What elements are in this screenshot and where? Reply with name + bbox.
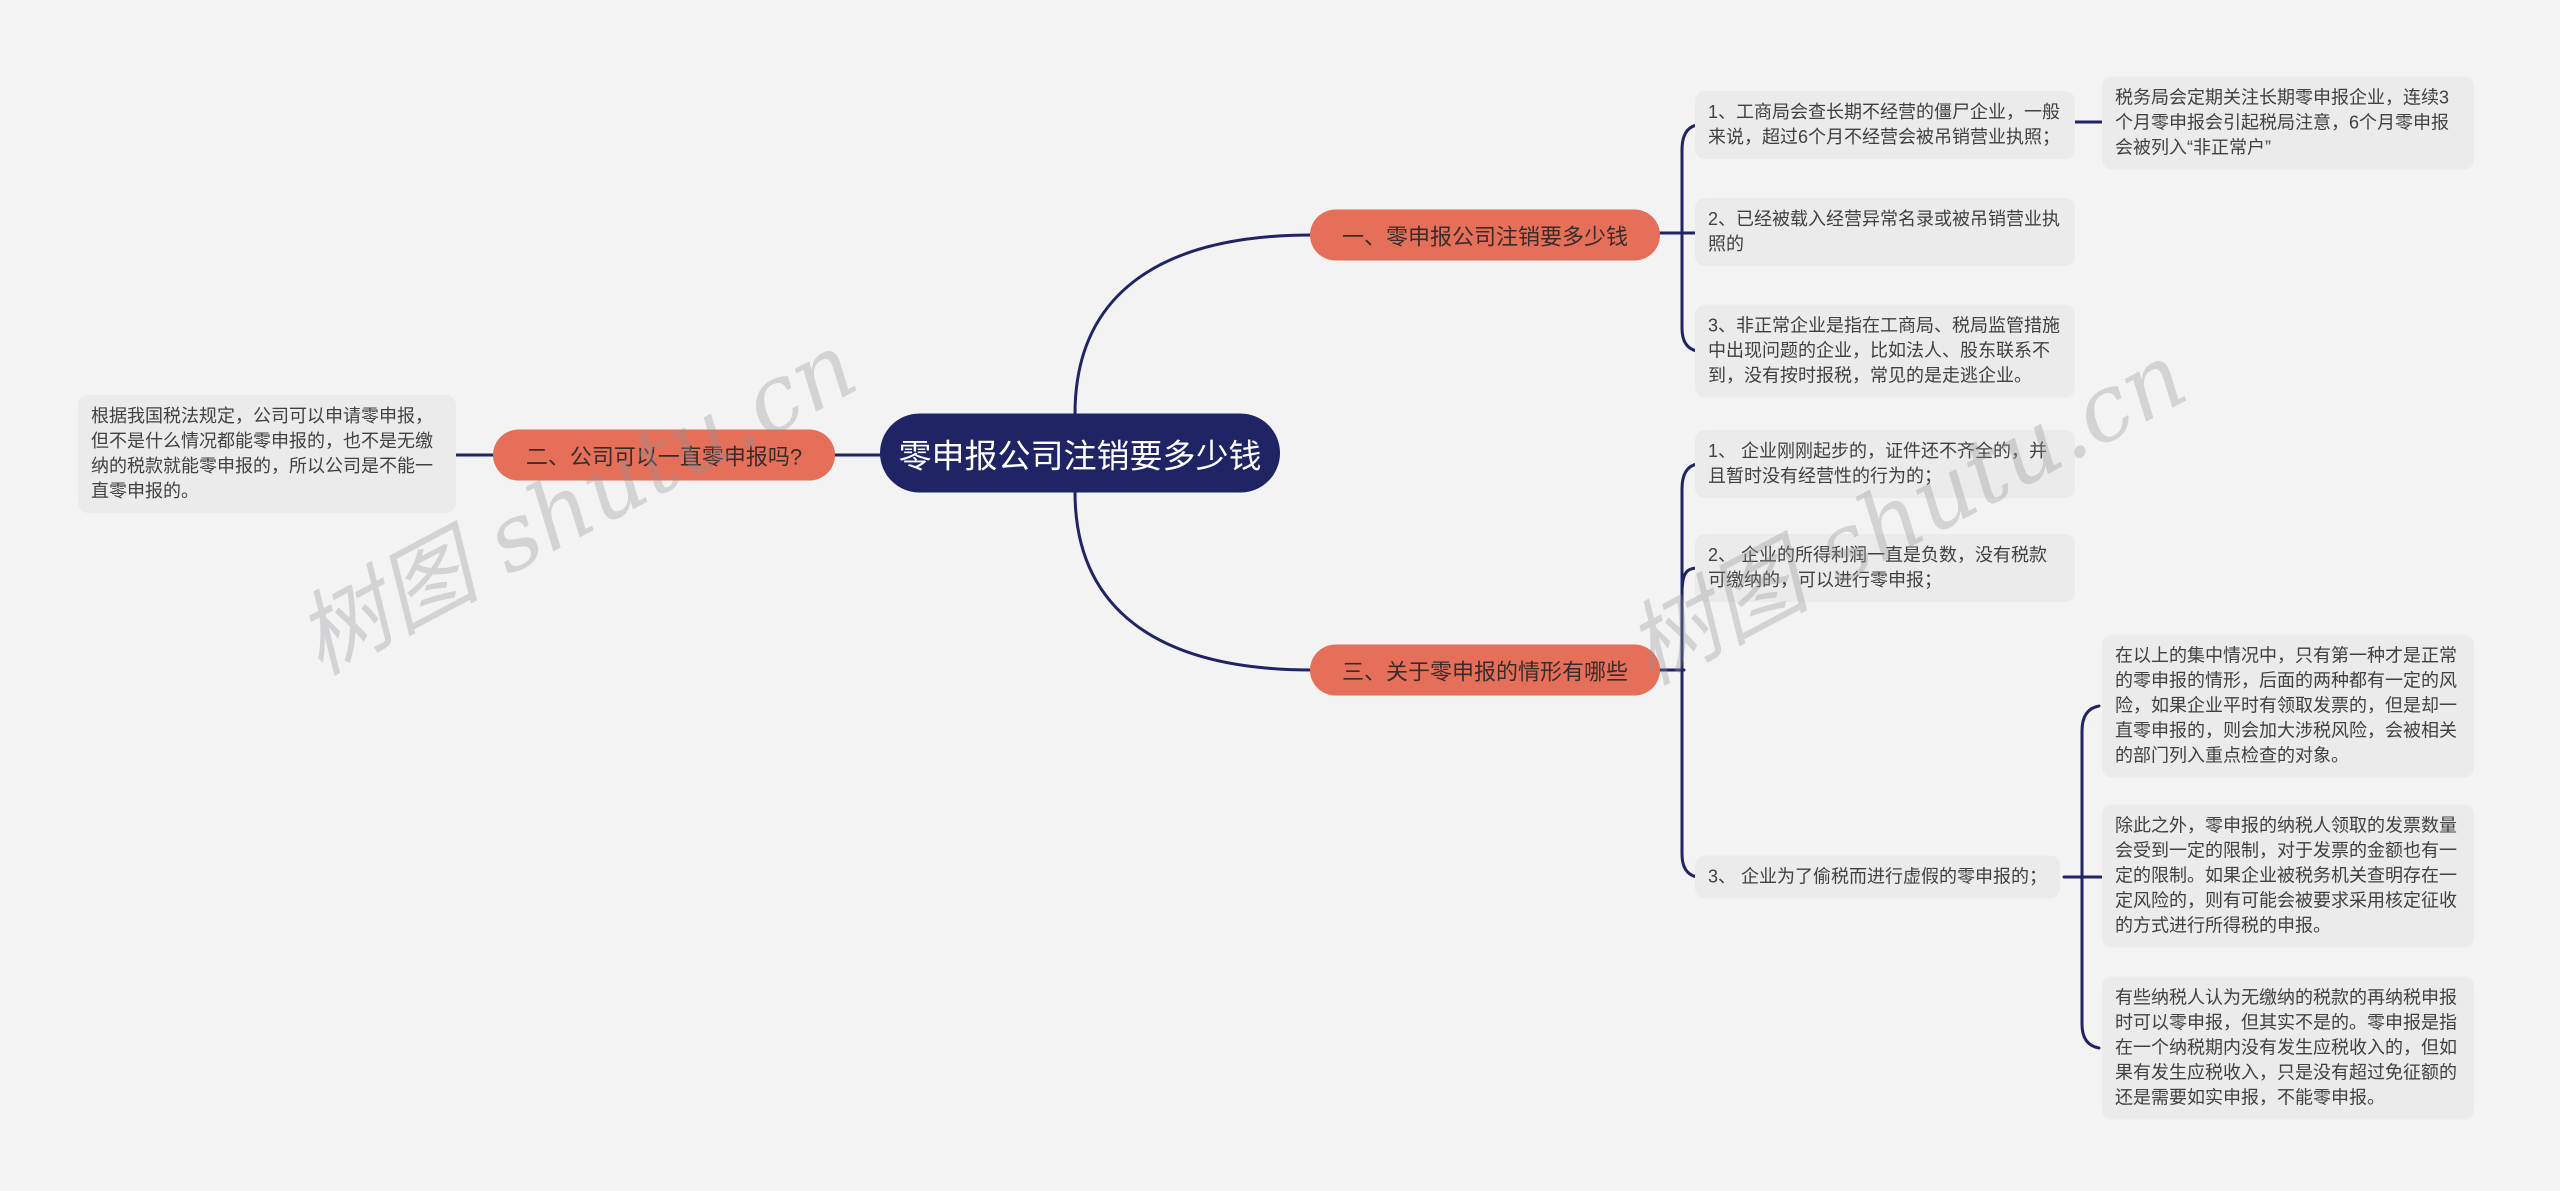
branch1-item-2[interactable]: 2、已经被载入经营异常名录或被吊销营业执照的: [1695, 198, 2075, 266]
brace-branch3: [1680, 462, 1699, 879]
note-branch2[interactable]: 根据我国税法规定，公司可以申请零申报，但不是什么情况都能零申报的，也不是无缴纳的…: [78, 395, 456, 513]
branch3-node[interactable]: 三、关于零申报的情形有哪些: [1310, 644, 1660, 696]
branch2-node[interactable]: 二、公司可以一直零申报吗?: [493, 429, 835, 481]
brace-branch1: [1680, 123, 1699, 353]
branch1-node[interactable]: 一、零申报公司注销要多少钱: [1310, 209, 1660, 261]
branch1-item-1[interactable]: 1、工商局会查长期不经营的僵尸企业，一般来说，超过6个月不经营会被吊销营业执照；: [1695, 91, 2075, 159]
root-node[interactable]: 零申报公司注销要多少钱: [880, 413, 1280, 493]
branch3-item-3-note-2[interactable]: 除此之外，零申报的纳税人领取的发票数量会受到一定的限制，对于发票的金额也有一定的…: [2102, 804, 2474, 948]
branch3-item-3-note-3[interactable]: 有些纳税人认为无缴纳的税款的再纳税申报时可以零申报，但其实不是的。零申报是指在一…: [2102, 976, 2474, 1120]
edge-root-branch3: [1073, 490, 1314, 672]
branch1-item-3[interactable]: 3、非正常企业是指在工商局、税局监管措施中出现问题的企业，比如法人、股东联系不到…: [1695, 304, 2075, 398]
branch3-item-3-note-1[interactable]: 在以上的集中情况中，只有第一种才是正常的零申报的情形，后面的两种都有一定的风险，…: [2102, 634, 2474, 778]
brace-branch3-notes: [2080, 704, 2101, 1050]
branch1-item-1-note[interactable]: 税务局会定期关注长期零申报企业，连续3个月零申报会引起税局注意，6个月零申报会被…: [2102, 76, 2474, 170]
branch3-item-2[interactable]: 2、 企业的所得利润一直是负数，没有税款可缴纳的，可以进行零申报；: [1695, 534, 2075, 602]
edge-root-branch1: [1073, 233, 1314, 416]
branch3-item-3[interactable]: 3、 企业为了偷税而进行虚假的零申报的；: [1695, 855, 2061, 899]
branch3-item-1[interactable]: 1、 企业刚刚起步的，证件还不齐全的，并且暂时没有经营性的行为的；: [1695, 430, 2075, 498]
